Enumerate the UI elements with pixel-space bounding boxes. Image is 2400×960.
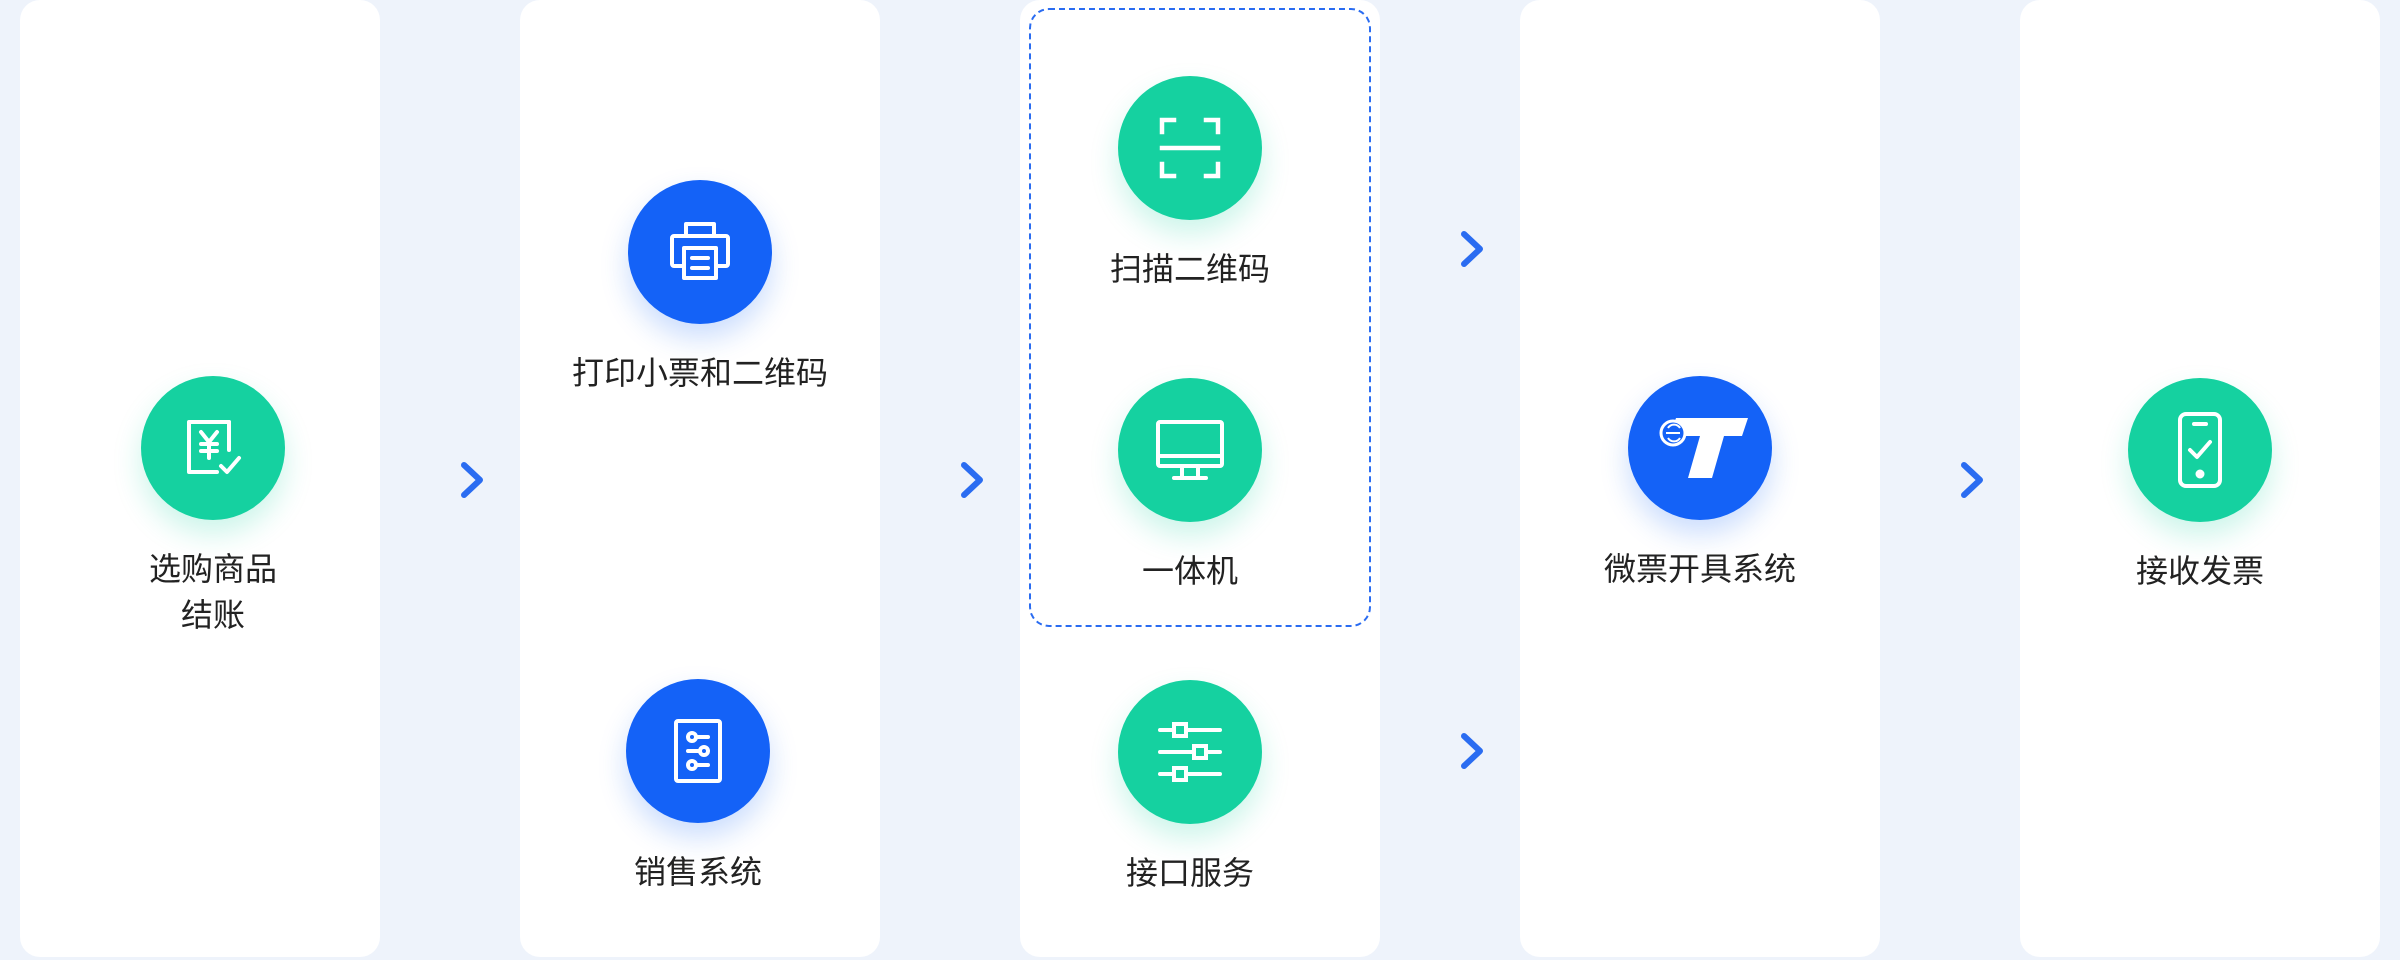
monitor-icon (1156, 420, 1224, 480)
step-sales-system: 销售系统 (548, 679, 848, 895)
step-kiosk: 一体机 (1040, 378, 1340, 594)
arrow-right-icon (1414, 733, 1483, 769)
step-print-receipt: 打印小票和二维码 (550, 180, 850, 396)
step-api-service-label: 接口服务 (1125, 855, 1254, 891)
printer-icon (670, 222, 730, 280)
step-select-goods-circle (141, 376, 285, 520)
step-api-service: 接口服务 (1040, 680, 1340, 896)
step-select-goods-label: 选购商品 结账 (148, 551, 277, 633)
arrow-right-icon (914, 462, 983, 498)
step-print-receipt-circle (628, 180, 772, 324)
phone-check-icon (2178, 412, 2222, 488)
step-kiosk-circle (1118, 378, 1262, 522)
arrow-right-icon (414, 462, 483, 498)
step-scan-qr-label: 扫描二维码 (1109, 251, 1270, 287)
step-invoice-system: 微票开具系统 (1550, 376, 1850, 592)
step-invoice-system-circle (1628, 376, 1772, 520)
step-select-goods: 选购商品 结账 (63, 376, 363, 638)
scan-kiosk-group-box (1029, 8, 1371, 627)
step-receive-invoice: 接收发票 (2050, 378, 2350, 594)
sliders-icon (1158, 722, 1222, 782)
step-api-service-circle (1118, 680, 1262, 824)
yuan-receipt-icon (187, 420, 241, 474)
document-settings-icon (674, 719, 722, 783)
step-receive-invoice-circle (2128, 378, 2272, 522)
step-print-receipt-label: 打印小票和二维码 (571, 355, 828, 391)
step-scan-qr: 扫描二维码 (1040, 76, 1340, 292)
step-scan-qr-circle (1118, 76, 1262, 220)
arrow-right-icon (1914, 462, 1983, 498)
scan-icon (1159, 117, 1221, 179)
step-kiosk-label: 一体机 (1141, 553, 1238, 589)
step-invoice-system-label: 微票开具系统 (1603, 551, 1796, 587)
step-receive-invoice-label: 接收发票 (2135, 553, 2264, 589)
step-sales-system-label: 销售系统 (633, 854, 762, 890)
arrow-right-icon (1414, 231, 1483, 267)
weipiao-logo-icon (1659, 418, 1748, 478)
step-sales-system-circle (626, 679, 770, 823)
